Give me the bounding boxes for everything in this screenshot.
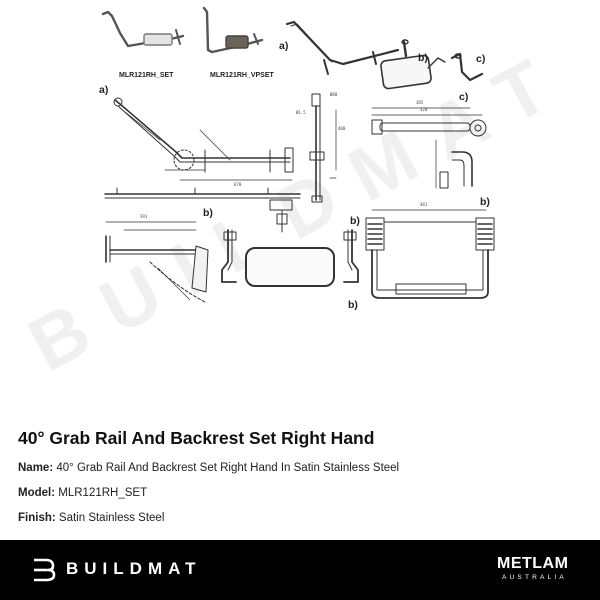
callout-b-3d: b) [418, 52, 428, 64]
svg-text:400: 400 [338, 126, 346, 131]
footer-partner-subtext: AUSTRALIA [502, 574, 567, 581]
svg-text:Ø1.5: Ø1.5 [296, 110, 306, 115]
svg-text:391: 391 [140, 214, 148, 219]
rail-elevation-drawing [113, 97, 294, 181]
svg-text:320: 320 [420, 107, 428, 112]
thumbnail-caption-vpset: MLR121RH_VPSET [210, 72, 274, 79]
svg-text:385: 385 [416, 100, 424, 105]
footer-bar: BUILDMAT METLAM AUSTRALIA [0, 540, 600, 600]
fixing-detail [269, 199, 293, 233]
bracket-3d-view-c [450, 52, 484, 82]
footer-brand-text: BUILDMAT [66, 559, 202, 578]
callout-b-drawing-1: b) [203, 207, 213, 219]
svg-text:Ø88: Ø88 [330, 92, 338, 97]
callout-a-drawing: a) [99, 84, 109, 96]
technical-drawing-area: BUILDMAT [16, 6, 584, 388]
thumbnail-vpset-image [202, 6, 264, 54]
footer-partner-logo: METLAM [497, 555, 569, 572]
rail-3d-view-a [285, 20, 409, 75]
thumbnail-caption-set: MLR121RH_SET [119, 72, 174, 79]
rail-front-elevation [104, 187, 301, 199]
backrest-front-view [221, 229, 359, 287]
spec-model-row: Model: MLR121RH_SET [18, 486, 588, 500]
svg-text:670: 670 [234, 182, 242, 187]
product-title: 40° Grab Rail And Backrest Set Right Han… [18, 428, 375, 448]
buildmat-logo-icon [34, 558, 56, 582]
callout-b-drawing-3: b) [350, 215, 360, 227]
callout-b-drawing-4: b) [348, 299, 358, 311]
technical-drawing: Ø88 Ø1.5 400 670 385 320 481 391 [101, 6, 495, 303]
spec-finish-label: Finish: [18, 512, 56, 524]
spec-name-label: Name: [18, 462, 54, 474]
backrest-3d-view-b [380, 54, 446, 90]
spec-name-row: Name: 40° Grab Rail And Backrest Set Rig… [18, 461, 588, 475]
callout-a-3d: a) [279, 40, 289, 52]
spec-model-label: Model: [18, 487, 56, 499]
bracket-top-view [371, 107, 487, 189]
rail-side-profile [309, 93, 337, 203]
callout-c-drawing: c) [459, 91, 469, 103]
backrest-side-section [105, 221, 209, 303]
spec-name-value: 40° Grab Rail And Backrest Set Right Han… [56, 462, 400, 474]
spec-finish-value: Satin Stainless Steel [58, 512, 165, 524]
callout-b-drawing-2: b) [480, 196, 490, 208]
svg-text:481: 481 [420, 202, 428, 207]
callout-c-3d: c) [476, 53, 486, 65]
spec-finish-row: Finish: Satin Stainless Steel [18, 511, 588, 525]
thumbnail-set-image [101, 10, 185, 48]
backrest-hinge-view [365, 209, 495, 299]
spec-model-value: MLR121RH_SET [58, 487, 148, 499]
product-info: 40° Grab Rail And Backrest Set Right Han… [18, 428, 588, 536]
